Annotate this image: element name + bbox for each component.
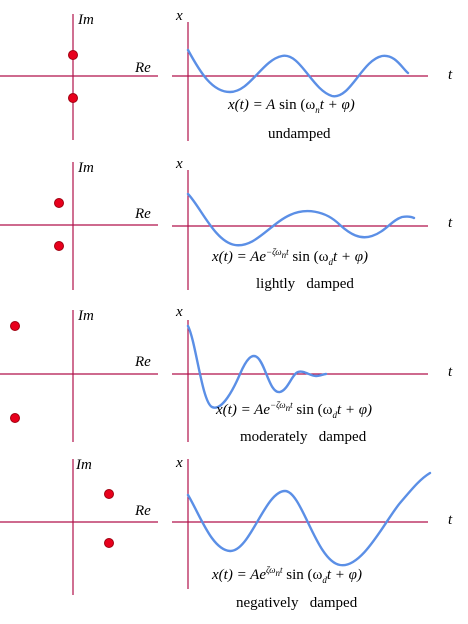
im-label: Im (78, 12, 94, 28)
re-label: Re (135, 60, 151, 76)
t-label: t (448, 215, 453, 231)
pole-lower (68, 93, 78, 103)
pole-upper (54, 198, 64, 208)
response-curve (186, 48, 410, 98)
response-plot (172, 22, 428, 141)
response-formula: x(t) = Ae−ζωnt sin (ωdt + φ) (212, 247, 369, 267)
t-label: t (448, 364, 453, 380)
damping-caption: negatively damped (236, 595, 358, 611)
complex-plane (0, 459, 158, 595)
x-label: x (176, 156, 183, 172)
damping-caption: moderately damped (240, 429, 367, 445)
pole-upper (104, 489, 114, 499)
response-plot (172, 170, 428, 290)
damping-caption: lightly damped (256, 276, 354, 292)
response-formula: x(t) = Ae−ζωnt sin (ωdt + φ) (216, 400, 373, 420)
panel-negatively-damped: Im Re x t x(t) = Aeζωnt sin (ωdt + φ) ne… (0, 455, 468, 611)
t-label: t (448, 512, 453, 528)
panel-undamped: Im Re x t x(t) = A sin (ωnt + φ) undampe… (0, 0, 468, 156)
response-formula: x(t) = Aeζωnt sin (ωdt + φ) (212, 565, 362, 585)
pole-lower (54, 241, 64, 251)
response-formula: x(t) = A sin (ωnt + φ) (228, 97, 355, 115)
complex-plane (0, 162, 158, 290)
response-curve (186, 471, 432, 567)
re-label: Re (135, 354, 151, 370)
response-curve (186, 192, 416, 247)
panel-lightly-damped: Im Re x t x(t) = Ae−ζωnt sin (ωdt + φ) l… (0, 150, 468, 306)
t-label: t (448, 67, 453, 83)
pole-lower (10, 413, 20, 423)
complex-plane (0, 14, 158, 140)
pole-lower (104, 538, 114, 548)
pole-upper (10, 321, 20, 331)
complex-plane (0, 310, 158, 442)
damping-caption: undamped (268, 126, 331, 142)
x-label: x (176, 304, 183, 320)
re-label: Re (135, 206, 151, 222)
x-label: x (176, 455, 183, 471)
re-label: Re (135, 503, 151, 519)
panel-moderately-damped: Im Re x t x(t) = Ae−ζωnt sin (ωdt + φ) m… (0, 302, 468, 458)
im-label: Im (78, 308, 94, 324)
im-label: Im (76, 457, 92, 473)
response-curve (186, 324, 328, 409)
x-label: x (176, 8, 183, 24)
pole-upper (68, 50, 78, 60)
response-plot (172, 459, 432, 589)
im-label: Im (78, 160, 94, 176)
response-plot (172, 320, 428, 442)
